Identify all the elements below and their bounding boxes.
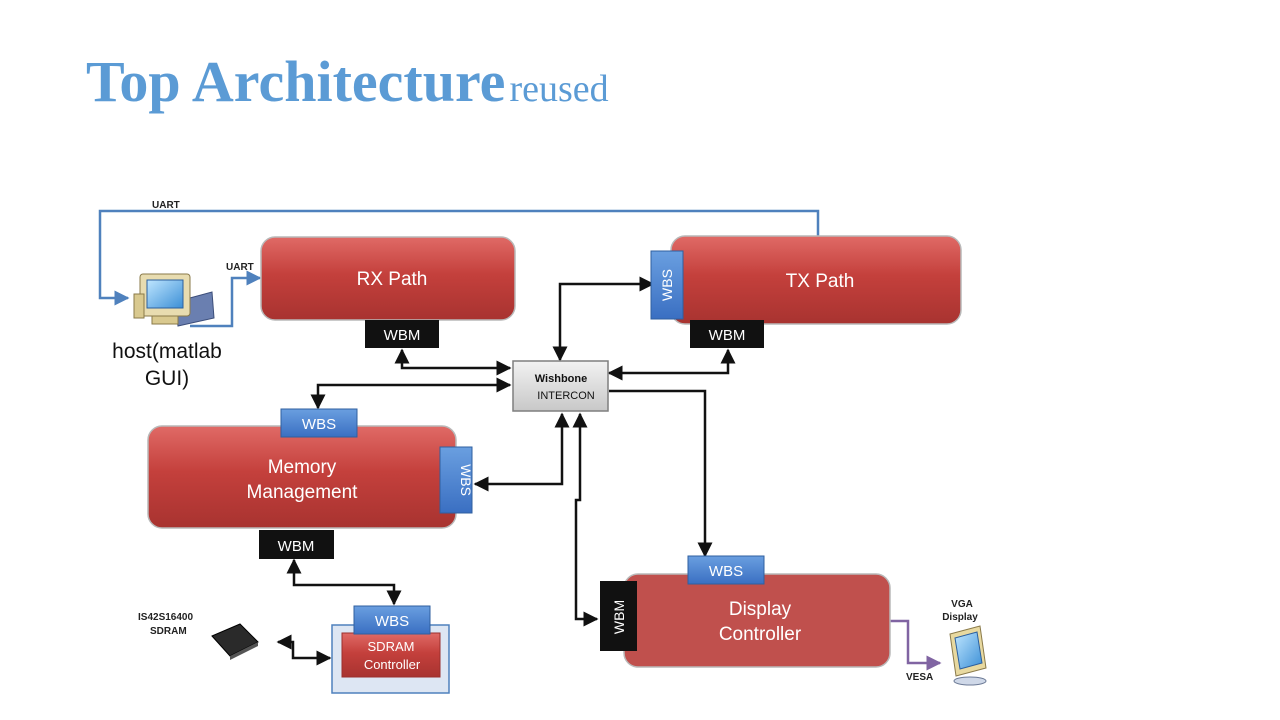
memory-label-1: Memory (268, 457, 337, 478)
memory-management-block: Memory Management (147, 425, 457, 529)
uart-side-link (190, 270, 262, 328)
title-sub: reused (509, 68, 609, 110)
display-wbm-port: WBM (600, 581, 637, 651)
tx-wbs-port: WBS (650, 250, 684, 320)
vesa-link (890, 619, 942, 671)
tx-path-label: TX Path (786, 271, 855, 292)
vga-label-1: VGA (951, 599, 973, 610)
display-label-2: Controller (719, 624, 802, 645)
rx-path-block: RX Path (260, 236, 516, 321)
title-main: Top Architecture (86, 49, 506, 114)
page-title: Top Architecture reused (86, 48, 609, 115)
vesa-label: VESA (906, 672, 933, 683)
uart-top-label: UART (152, 200, 180, 211)
link-rx-intercon (394, 348, 512, 376)
memory-top-wbs-port: WBS (280, 408, 358, 438)
vga-display-icon (949, 625, 987, 686)
display-wbm-label: WBM (611, 600, 627, 634)
rx-wbm-port: WBM (365, 320, 439, 348)
uart-top-link (98, 209, 820, 306)
host-computer-icon (133, 273, 215, 327)
memory-wbm-label: WBM (278, 538, 315, 555)
sdram-chip-icon (211, 623, 259, 660)
link-tx-intercon (607, 348, 736, 381)
sdram-chip-label-2: SDRAM (150, 626, 187, 637)
uart-side-label: UART (226, 262, 254, 273)
host-label: host(matlab GUI) (92, 338, 242, 392)
link-intercon-disp (609, 389, 713, 558)
memory-top-wbs-label: WBS (302, 416, 336, 433)
sdram-ctrl-label-2: Controller (364, 657, 421, 672)
rx-wbm-label: WBM (384, 327, 421, 344)
sdram-wbs-port: WBS (353, 605, 431, 635)
link-intercon-mem-wbs (473, 412, 570, 492)
sdram-ctrl-label-1: SDRAM (368, 639, 415, 654)
memory-label-2: Management (247, 482, 359, 503)
display-controller-block: Display Controller (623, 573, 891, 668)
rx-path-label: RX Path (357, 269, 428, 290)
display-wbs-port: WBS (687, 555, 765, 585)
tx-wbm-label: WBM (709, 327, 746, 344)
intercon-label-2: INTERCON (537, 390, 595, 402)
memory-side-wbs-port: WBS (439, 446, 474, 514)
memory-wbm-port: WBM (259, 530, 334, 559)
bus-connections (276, 276, 736, 666)
link-intercon-mem (310, 377, 512, 410)
link-disp-intercon (572, 412, 599, 627)
display-label-1: Display (729, 599, 792, 620)
link-mem-sdram (286, 558, 402, 606)
tx-wbs-label: WBS (659, 269, 675, 301)
host-label-line-2: GUI) (144, 367, 190, 390)
sdram-wbs-label: WBS (375, 613, 409, 630)
vga-label-2: Display (942, 612, 978, 623)
host-label-line-1: host(matlab (112, 340, 222, 363)
tx-path-block: TX Path (670, 235, 962, 325)
link-intercon-tx (552, 276, 655, 362)
wishbone-intercon-block: Wishbone INTERCON (512, 360, 609, 412)
sdram-controller-group: SDRAM Controller (331, 624, 450, 694)
sdram-chip-label-1: IS42S16400 (138, 612, 193, 623)
memory-side-wbs-label: WBS (458, 464, 474, 496)
intercon-label-1: Wishbone (535, 373, 587, 385)
display-wbs-label: WBS (709, 563, 743, 580)
link-sdram-chip (276, 634, 332, 666)
tx-wbm-port: WBM (690, 320, 764, 348)
